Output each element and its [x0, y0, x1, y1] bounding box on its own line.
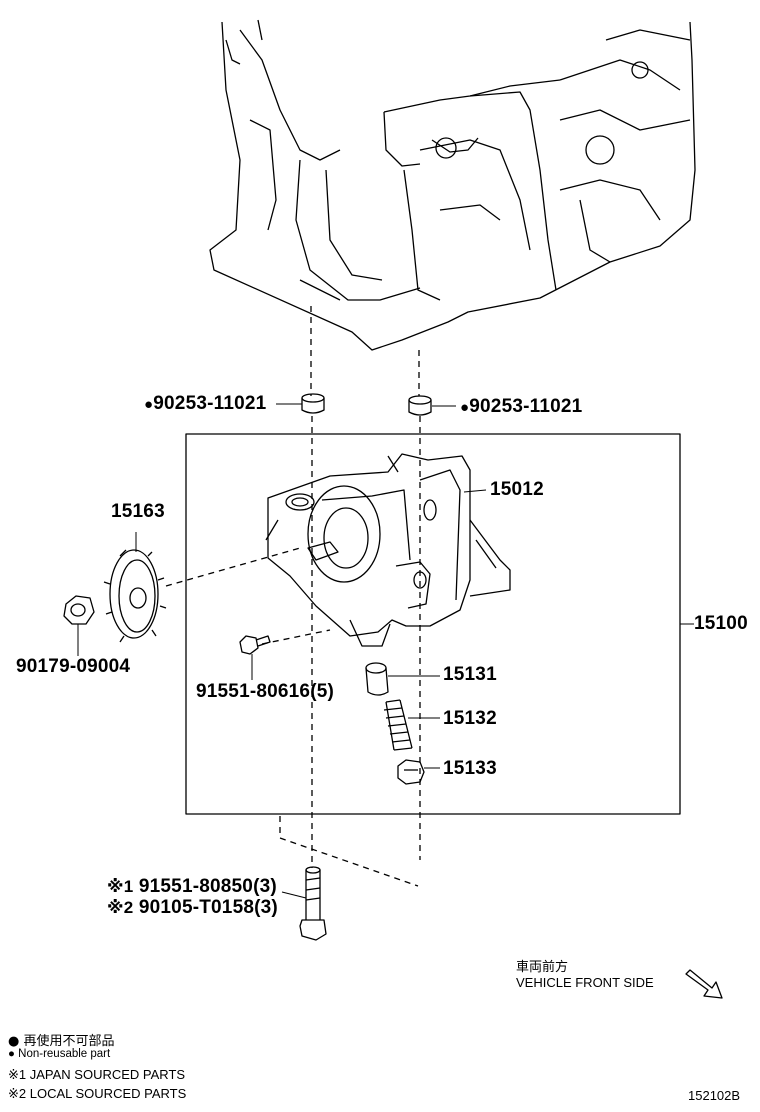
alignment-lines — [165, 306, 421, 887]
callout-15012: 15012 — [490, 479, 544, 500]
oil-pump-drawing — [265, 453, 511, 647]
pin-right-drawing — [408, 395, 432, 416]
bolt-long-drawing — [299, 866, 327, 941]
spring-drawing — [383, 699, 413, 751]
callout-91551-80850: ※1 91551-80850(3) — [107, 876, 277, 897]
callout-15163: 15163 — [111, 501, 165, 522]
leader-lines — [77, 403, 694, 899]
pin-left-drawing — [301, 393, 325, 414]
vehicle-front-label-en: VEHICLE FRONT SIDE — [516, 975, 654, 990]
callout-pin-left: ●90253-11021 — [144, 393, 267, 414]
relief-valve-drawing — [365, 662, 389, 696]
callout-15131: 15131 — [443, 664, 497, 685]
callout-15100: 15100 — [694, 613, 748, 634]
engine-block-illustration — [209, 19, 696, 351]
plug-drawing — [397, 759, 425, 785]
callout-15133: 15133 — [443, 758, 497, 779]
arrow-down-right-icon — [685, 969, 723, 999]
bolt-small-drawing — [239, 635, 271, 655]
callout-15132: 15132 — [443, 708, 497, 729]
callout-pin-right: ●90253-11021 — [460, 396, 583, 417]
sprocket-drawing — [103, 549, 167, 643]
legend-non-reusable-en: ● Non-reusable part — [8, 1048, 111, 1060]
legend-japan-sourced: ※1 JAPAN SOURCED PARTS — [8, 1067, 186, 1083]
callout-91551-80616: 91551-80616(5) — [196, 681, 335, 702]
vehicle-front-label-jp: 車両前方 — [516, 960, 569, 975]
callout-90105-T0158: ※2 90105-T0158(3) — [107, 897, 278, 918]
nut-drawing — [63, 595, 95, 625]
legend-non-reusable-jp: ● 再使用不可部品 — [8, 1034, 115, 1049]
diagram-code: 152102B — [688, 1088, 741, 1103]
legend-local-sourced: ※2 LOCAL SOURCED PARTS — [8, 1086, 187, 1102]
callout-90179-09004: 90179-09004 — [16, 656, 131, 677]
